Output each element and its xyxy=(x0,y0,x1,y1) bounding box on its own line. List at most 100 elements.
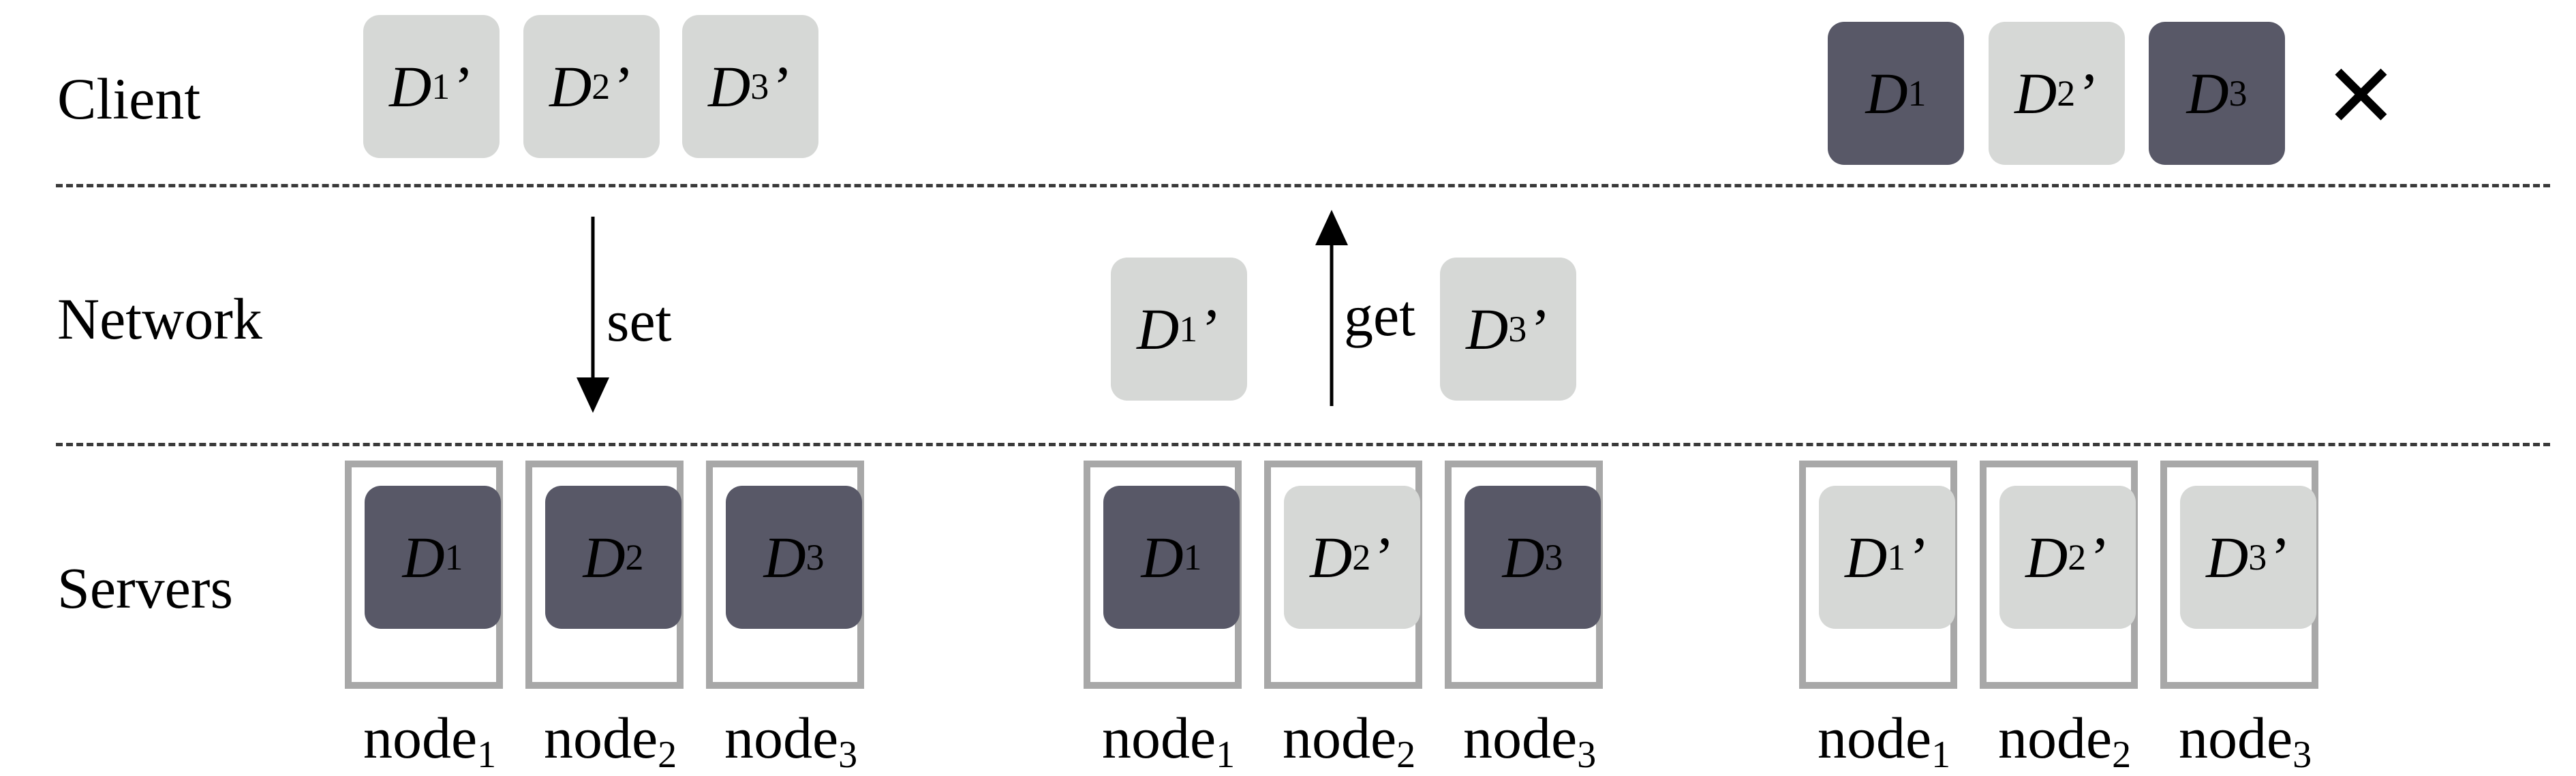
group3-node1-label: node1 xyxy=(1818,709,1950,774)
block-symbol: D xyxy=(2014,61,2057,126)
block-subscript: 2 xyxy=(2057,73,2076,114)
fail-cross-icon: ✕ xyxy=(2324,44,2398,148)
block-symbol: D xyxy=(763,525,806,590)
node-subscript: 3 xyxy=(838,734,858,776)
block-symbol: D xyxy=(2025,525,2068,590)
block-symbol: D xyxy=(1137,296,1180,362)
block-subscript: 2 xyxy=(2068,537,2087,578)
block-symbol: D xyxy=(583,525,626,590)
block-subscript: 3 xyxy=(806,537,825,578)
block-symbol: D xyxy=(389,54,432,119)
group2-node3-label: node3 xyxy=(1463,709,1596,774)
block-symbol: D xyxy=(549,54,592,119)
block-prime: ’ xyxy=(1910,525,1929,590)
block-subscript: 1 xyxy=(1179,309,1198,350)
node-subscript: 3 xyxy=(1577,734,1597,776)
node-subscript: 3 xyxy=(2293,734,2312,776)
group2-node1-label: node1 xyxy=(1102,709,1235,774)
block-subscript: 2 xyxy=(1352,537,1371,578)
group3-node2-label: node2 xyxy=(1998,709,2131,774)
group2-node2-label: node2 xyxy=(1283,709,1415,774)
lane-label-servers: Servers xyxy=(57,555,233,621)
block-symbol: D xyxy=(1141,525,1184,590)
node-text: node xyxy=(724,705,839,771)
node-text: node xyxy=(363,705,478,771)
node-subscript: 2 xyxy=(1396,734,1416,776)
group3-node3-label: node3 xyxy=(2179,709,2312,774)
node-subscript: 1 xyxy=(1216,734,1236,776)
node-text: node xyxy=(2179,705,2293,771)
block-prime: ’ xyxy=(1201,296,1221,362)
divider-network-servers xyxy=(56,443,2550,446)
block-symbol: D xyxy=(1865,61,1908,126)
block-symbol: D xyxy=(1502,525,1545,590)
node-text: node xyxy=(1998,705,2113,771)
block-subscript: 1 xyxy=(444,537,463,578)
node-text: node xyxy=(1818,705,1932,771)
node-text: node xyxy=(1102,705,1216,771)
block-symbol: D xyxy=(1466,296,1509,362)
group1-node1-label: node1 xyxy=(363,709,496,774)
node-subscript: 1 xyxy=(477,734,497,776)
block-subscript: 1 xyxy=(1887,537,1906,578)
block-prime: ’ xyxy=(2271,525,2290,590)
node-text: node xyxy=(1283,705,1397,771)
block-prime: ’ xyxy=(2079,61,2099,126)
node-text: node xyxy=(1463,705,1578,771)
node-subscript: 2 xyxy=(2112,734,2132,776)
block-prime: ’ xyxy=(2090,525,2110,590)
group1-node3-label: node3 xyxy=(724,709,857,774)
block-prime: ’ xyxy=(454,54,474,119)
set-arrow-down-icon xyxy=(577,217,609,413)
block-subscript: 1 xyxy=(1907,73,1927,114)
block-symbol: D xyxy=(402,525,445,590)
lane-label-client: Client xyxy=(57,66,201,131)
block-symbol: D xyxy=(1845,525,1888,590)
block-subscript: 3 xyxy=(2248,537,2267,578)
block-subscript: 3 xyxy=(1508,309,1527,350)
get-arrow-up-icon xyxy=(1315,210,1348,406)
block-prime: ’ xyxy=(1531,296,1550,362)
block-prime: ’ xyxy=(614,54,634,119)
block-symbol: D xyxy=(708,54,751,119)
node-subscript: 1 xyxy=(1931,734,1951,776)
set-label: set xyxy=(607,288,672,354)
node-text: node xyxy=(544,705,658,771)
block-subscript: 3 xyxy=(750,66,769,107)
block-prime: ’ xyxy=(1375,525,1394,590)
divider-client-network xyxy=(56,184,2550,187)
block-symbol: D xyxy=(2206,525,2249,590)
group1-node2-label: node2 xyxy=(544,709,677,774)
block-subscript: 2 xyxy=(625,537,644,578)
block-subscript: 1 xyxy=(1183,537,1202,578)
block-symbol: D xyxy=(2186,61,2229,126)
lane-label-network: Network xyxy=(57,286,262,352)
block-subscript: 2 xyxy=(592,66,611,107)
block-prime: ’ xyxy=(773,54,793,119)
